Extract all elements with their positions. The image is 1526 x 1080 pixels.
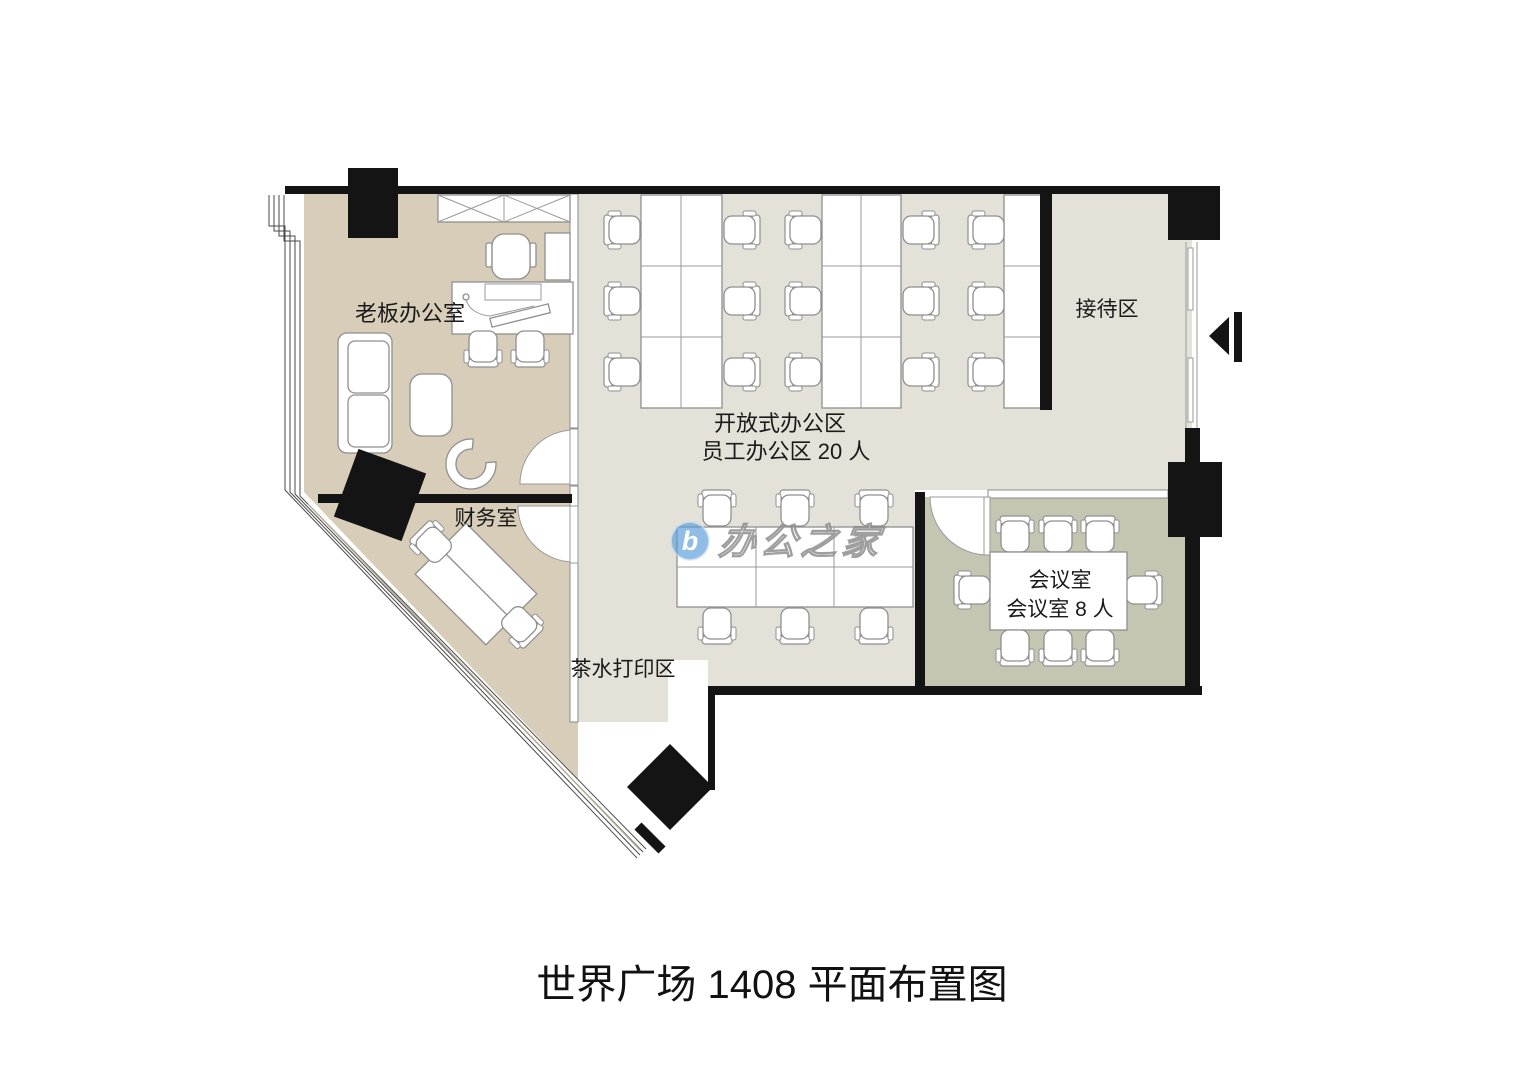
watermark-logo-circle <box>671 522 709 560</box>
meeting-chair <box>1038 515 1078 553</box>
meeting-chair <box>1125 570 1163 610</box>
meeting-right-wall <box>1185 537 1200 687</box>
tea-print-area-label: 茶水打印区 <box>571 658 676 681</box>
side-cabinet <box>544 232 571 281</box>
watermark: b 办公之家 <box>670 521 887 563</box>
boss-office-furniture <box>337 194 574 490</box>
entrance-sliding-panel-2 <box>1187 357 1194 423</box>
finance-room-door-swing <box>517 505 575 563</box>
boss-desk <box>451 281 574 335</box>
boss-office-door-leaf <box>569 428 579 486</box>
column-top-left <box>348 168 398 238</box>
staff-chair <box>784 352 822 392</box>
walls <box>285 168 1242 854</box>
staff-chair <box>902 210 940 250</box>
meeting-glass-partition <box>987 489 1169 499</box>
column-finance <box>333 448 427 542</box>
boss-open-wall-lower <box>569 561 579 723</box>
staff-chair <box>967 281 1005 321</box>
meeting-room-furniture <box>953 515 1163 667</box>
meeting-bottom-wall <box>915 686 1202 695</box>
staff-chair <box>902 281 940 321</box>
staff-chair <box>603 352 641 392</box>
furniture <box>337 194 1163 667</box>
room-labels: 老板办公室 财务室 开放式办公区 员工办公区 20 人 茶水打印区 接待区 会议… <box>355 298 1139 681</box>
reception-label: 接待区 <box>1076 298 1139 321</box>
staff-chair <box>603 281 641 321</box>
coffee-table <box>409 373 453 437</box>
curtain-wall <box>268 195 647 859</box>
top-wall <box>285 186 1220 194</box>
guest-chair <box>510 330 550 368</box>
meeting-table <box>989 551 1128 631</box>
staff-chair <box>775 607 815 645</box>
staff-chair <box>723 352 761 392</box>
finance-room-furniture <box>405 516 548 653</box>
staff-chair <box>697 607 737 645</box>
bottom-wall-stub <box>634 822 666 854</box>
shared-long-table <box>676 489 914 645</box>
watermark-brand: 办公之家 <box>717 521 887 562</box>
open-office-label-line1: 开放式办公区 <box>714 411 846 436</box>
column-top-right <box>1168 186 1220 240</box>
open-office-cluster-a <box>603 194 761 409</box>
desk-return <box>484 283 542 301</box>
boss-office-label: 老板办公室 <box>355 301 465 326</box>
entrance-arrow <box>1209 312 1242 362</box>
staff-chair <box>603 210 641 250</box>
open-office-cluster-b <box>784 194 940 409</box>
staff-chair <box>854 607 894 645</box>
meeting-chair <box>995 629 1035 667</box>
meeting-chair <box>995 515 1035 553</box>
staff-chair <box>784 210 822 250</box>
staff-chair <box>723 281 761 321</box>
staff-chair <box>723 210 761 250</box>
finance-desk <box>414 547 513 646</box>
doors <box>517 247 1194 564</box>
finance-room-label: 财务室 <box>455 507 518 530</box>
staff-chair <box>784 281 822 321</box>
open-office-cluster-c <box>967 194 1043 409</box>
staff-chair <box>902 352 940 392</box>
lounge-tub-chair <box>445 438 497 490</box>
meeting-chair <box>1038 629 1078 667</box>
watermark-logo-letter: b <box>682 526 699 556</box>
reception-left-wall <box>1040 190 1052 410</box>
meeting-chair <box>953 570 991 610</box>
staff-chair <box>967 210 1005 250</box>
sofa <box>337 332 393 454</box>
open-office-label-line2: 员工办公区 20 人 <box>702 439 871 464</box>
meeting-chair <box>1080 515 1120 553</box>
entrance-sliding-panel-1 <box>1187 247 1194 311</box>
executive-chair <box>485 233 537 280</box>
meeting-room-label-line1: 会议室 <box>1029 569 1092 592</box>
bottom-step-wall <box>708 686 715 790</box>
tea-bottom-wall <box>708 686 918 695</box>
boss-office-door-swing <box>519 429 575 485</box>
plan-title: 世界广场 1408 平面布置图 <box>536 963 1007 1007</box>
right-wall-stub <box>1185 428 1200 462</box>
column-bottom-diamond <box>627 744 713 830</box>
finance-partition-wall <box>318 494 572 503</box>
meeting-room-door-swing <box>929 496 989 556</box>
guest-chair <box>463 330 503 368</box>
keyboard <box>489 303 552 328</box>
meeting-left-wall <box>915 492 925 695</box>
staff-chair <box>967 352 1005 392</box>
finance-room-door-leaf <box>569 505 579 564</box>
meeting-room-door-leaf <box>983 496 991 556</box>
column-right <box>1168 462 1222 537</box>
meeting-chair <box>1080 629 1120 667</box>
meeting-room-label-line2: 会议室 8 人 <box>1006 598 1113 621</box>
